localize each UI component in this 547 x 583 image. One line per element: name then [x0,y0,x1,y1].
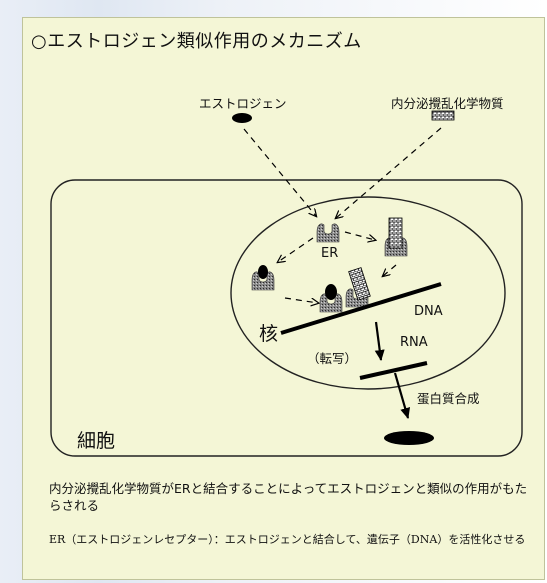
panel-title: ○エストロジェン類似作用のメカニズム [31,31,362,52]
estrogen-ellipse [232,113,252,123]
receptor-icon [251,265,275,291]
protein-ellipse [384,431,434,445]
cell-label: 細胞 [77,430,116,452]
cell-boundary [50,179,523,457]
rna-label: RNA [400,335,428,350]
mechanism-diagram [50,110,523,457]
estrogen-label: エストロジェン [199,96,287,111]
protein-synthesis-label: 蛋白質合成 [417,391,480,406]
receptor-icon [316,223,340,243]
dna-strand [280,282,442,335]
dna-label: DNA [414,304,443,319]
nucleus-label: 核 [259,323,279,345]
caption-text: 内分泌攪乱化学物質がERと結合することによってエストロジェンと類似の作用がもたら… [49,481,528,513]
dashed-arrow-to-dna-left [284,297,318,303]
dashed-arrow-er-right [344,231,375,240]
receptor-icon [319,284,343,313]
receptor-icon [345,267,371,308]
dashed-arrow-estrogen [243,128,316,216]
dashed-arrow-er-left [278,237,314,262]
protein-synthesis-arrow [393,372,411,419]
dashed-arrow-disruptor [336,127,442,218]
dashed-arrow-to-dna-right [383,264,397,276]
diagram-panel: ○エストロジェン類似作用のメカニズム [22,17,545,580]
receptor-icon [384,217,408,257]
nucleus-boundary [230,196,506,390]
er-definition-note: ER（エストロジェンレセプター）：エストロジェンと結合して、遺伝子（DNA）を活… [49,533,526,546]
transcription-label: （転写） [307,351,358,366]
disruptor-label: 内分泌攪乱化学物質 [391,96,504,111]
transcription-arrow [374,321,385,361]
er-label: ER [321,246,339,261]
disruptor-brick-icon [431,110,455,121]
rna-strand [359,361,428,380]
